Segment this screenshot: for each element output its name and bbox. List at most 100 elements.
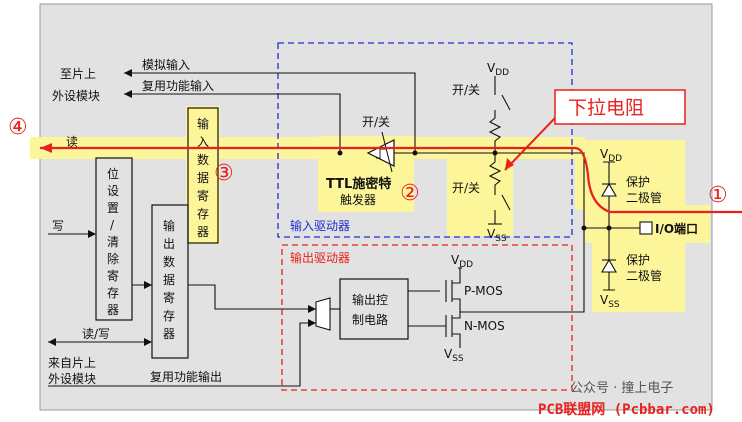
highlight-idr — [186, 106, 220, 244]
wire-alt-input — [124, 93, 341, 153]
watermark-wechat: 公众号 · 撞上电子 — [570, 381, 673, 396]
bsrr-label: 位 设 置 / 清 除 寄 存 器 — [107, 166, 119, 317]
arrows — [48, 69, 316, 346]
arrow-write — [88, 230, 96, 238]
junction-dots — [337, 150, 612, 231]
callout-box — [554, 89, 686, 125]
pulldown-chain — [488, 153, 511, 224]
nmos-transistor — [445, 312, 461, 348]
label-protect-bottom-2: 二极管 — [626, 268, 662, 283]
label-io-port: I/O端口 — [655, 221, 698, 236]
marker-4: ④ — [8, 115, 28, 140]
idr-char-7: 器 — [197, 225, 209, 239]
diode-bottom-shape — [601, 258, 617, 273]
odr-label: 输 出 数 据 寄 存 器 — [163, 218, 175, 341]
label-on-off-schmitt: 开/关 — [362, 115, 390, 129]
label-pmos: P-MOS — [464, 284, 503, 298]
bsrr-char-3: 置 — [107, 201, 119, 215]
watermark-site: PCB联盟网 (Pcbbar.com) — [538, 402, 715, 418]
arrow-bsrr-odr — [144, 281, 152, 289]
odr-char-1: 输 — [163, 218, 175, 233]
label-ttl-1: TTL施密特 — [326, 176, 391, 192]
odr-char-4: 据 — [163, 273, 175, 287]
odr-char-6: 存 — [163, 309, 175, 323]
bsrr-char-4: / — [110, 218, 115, 232]
label-from-onchip-bottom: 外设模块 — [48, 372, 96, 386]
diode-top-shape — [601, 182, 617, 197]
label-write: 写 — [52, 219, 64, 233]
vdd-pullup: VDD — [487, 61, 509, 78]
marker-1: ① — [708, 183, 728, 208]
output-driver-box — [281, 244, 573, 391]
read-signal-arrowhead — [40, 143, 52, 153]
label-ctrl-2: 制电路 — [352, 312, 388, 327]
idr-char-5: 寄 — [197, 188, 209, 203]
wire-mos-node — [460, 228, 585, 313]
pmos-transistor — [445, 268, 461, 312]
idr-char-3: 数 — [197, 152, 209, 167]
vss-pulldown: VSS — [487, 227, 507, 244]
marker-3: ③ — [214, 161, 234, 186]
schmitt-trigger-shape — [366, 139, 395, 167]
odr-char-5: 寄 — [163, 290, 175, 305]
pullup-chain — [488, 76, 511, 153]
callout-line — [504, 117, 556, 171]
label-analog-input: 模拟输入 — [142, 57, 190, 72]
odr-char-2: 出 — [163, 237, 175, 251]
mux-shape — [315, 297, 331, 331]
bsrr-char-1: 位 — [107, 166, 119, 181]
arrow-mux-in2 — [308, 319, 316, 327]
arrow-rw-left — [48, 338, 56, 346]
label-output-driver: 输出驱动器 — [290, 250, 350, 265]
vss-nmos: VSS — [444, 347, 464, 364]
vss-diode: VSS — [600, 293, 620, 310]
wire-odr-mux — [188, 284, 316, 310]
label-input-driver: 输入驱动器 — [290, 218, 350, 233]
callout-arrowhead — [505, 158, 514, 170]
label-protect-top-2: 二极管 — [626, 190, 662, 205]
odr-char-3: 数 — [163, 254, 175, 269]
arrow-analog — [124, 69, 132, 77]
bsrr-char-8: 存 — [107, 286, 119, 300]
highlight-node — [575, 140, 595, 210]
label-on-off-pullup: 开/关 — [452, 83, 480, 97]
idr-char-1: 输 — [197, 116, 209, 131]
ctrl-box — [339, 278, 409, 340]
idr-label: 输 入 数 据 寄 存 器 — [197, 116, 209, 239]
arrow-mux-in1 — [308, 305, 316, 313]
idr-box — [187, 107, 219, 244]
diode-rails — [603, 161, 615, 291]
wire-main-node — [394, 152, 585, 228]
odr-box — [151, 204, 189, 359]
odr-char-7: 器 — [163, 327, 175, 341]
marker-2: ② — [400, 181, 420, 206]
schmitt-switch-arrow — [381, 131, 393, 173]
label-ttl-2: 触发器 — [340, 192, 376, 207]
idr-char-2: 入 — [197, 135, 209, 149]
bsrr-char-5: 清 — [107, 235, 119, 249]
vdd-pmos: VDD — [451, 253, 473, 270]
input-driver-box — [277, 42, 573, 238]
label-on-off-pulldown: 开/关 — [452, 181, 480, 195]
label-nmos: N-MOS — [464, 319, 505, 333]
bsrr-char-7: 寄 — [107, 268, 119, 283]
label-read-write: 读/写 — [82, 327, 110, 341]
label-alt-func-input: 复用功能输入 — [142, 78, 214, 93]
arrow-rw-right — [144, 338, 152, 346]
bsrr-box — [95, 157, 133, 321]
bsrr-char-9: 器 — [107, 303, 119, 317]
label-protect-bottom-1: 保护 — [626, 253, 650, 267]
label-protect-top-1: 保护 — [626, 175, 650, 189]
bsrr-char-6: 除 — [107, 251, 119, 266]
read-signal-path — [40, 146, 742, 214]
io-port-pad — [639, 221, 653, 235]
label-ctrl-1: 输出控 — [352, 292, 388, 307]
label-from-onchip-top: 来自片上 — [48, 356, 96, 370]
label-pull-down: 下拉电阻 — [568, 97, 644, 119]
label-to-onchip-top: 至片上 — [60, 67, 96, 81]
idr-char-6: 存 — [197, 207, 209, 221]
vdd-diode: VDD — [600, 147, 622, 164]
idr-char-4: 据 — [197, 171, 209, 185]
highlight-pulldown — [447, 144, 513, 236]
